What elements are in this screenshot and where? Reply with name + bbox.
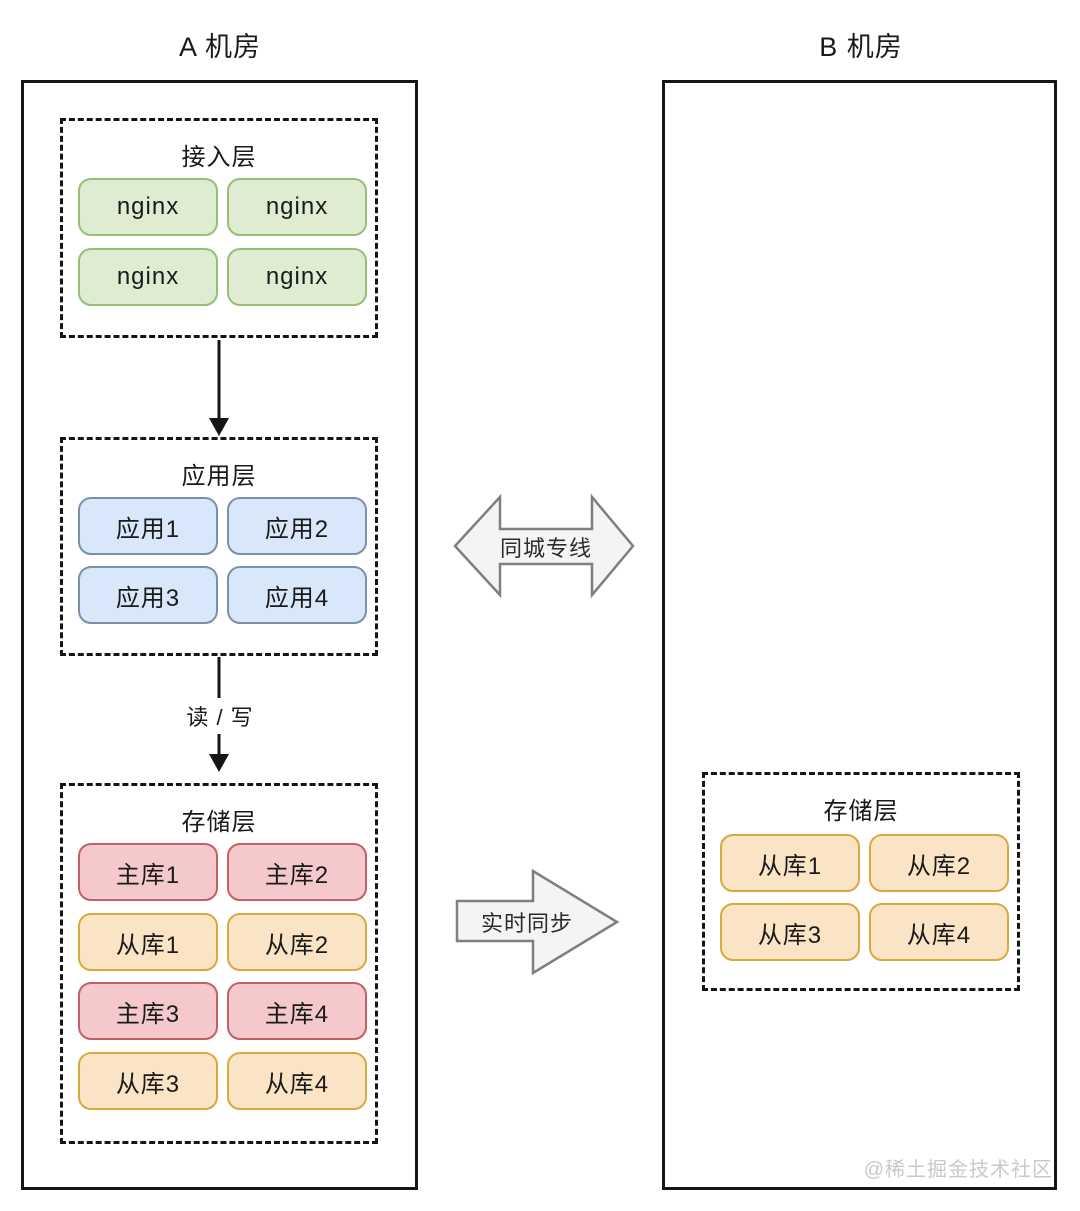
layer-app-title: 应用层 [181,463,257,490]
node-master-1: 主库1 [78,843,218,901]
node-b-slave-1: 从库1 [720,834,860,892]
node-app-1: 应用1 [78,497,218,555]
node-slave-2: 从库2 [227,913,367,971]
node-nginx-3: nginx [78,248,218,306]
layer-storage-b-box: 存储层 [702,772,1020,991]
node-b-slave-2: 从库2 [869,834,1009,892]
node-app-2: 应用2 [227,497,367,555]
read-write-label: 读 / 写 [180,698,260,734]
node-slave-3: 从库3 [78,1052,218,1110]
node-master-4: 主库4 [227,982,367,1040]
layer-access-title: 接入层 [181,144,257,171]
node-nginx-2: nginx [227,178,367,236]
node-master-3: 主库3 [78,982,218,1040]
realtime-sync-label: 实时同步 [480,911,574,936]
room-b-title: B 机房 [819,32,903,62]
node-b-slave-3: 从库3 [720,903,860,961]
node-slave-4: 从库4 [227,1052,367,1110]
intercity-label: 同城专线 [499,536,593,561]
node-nginx-4: nginx [227,248,367,306]
layer-storage-a-box: 存储层 [60,783,378,1144]
node-b-slave-4: 从库4 [869,903,1009,961]
layer-storage-b-title: 存储层 [823,798,899,825]
layer-access-box: 接入层 [60,118,378,338]
watermark: @稀土掘金技术社区 [863,1159,1053,1181]
node-app-3: 应用3 [78,566,218,624]
room-a-title: A 机房 [178,32,262,62]
node-master-2: 主库2 [227,843,367,901]
layer-storage-a-title: 存储层 [181,809,257,836]
node-app-4: 应用4 [227,566,367,624]
layer-app-box: 应用层 [60,437,378,656]
node-nginx-1: nginx [78,178,218,236]
room-b-box [662,80,1057,1190]
node-slave-1: 从库1 [78,913,218,971]
